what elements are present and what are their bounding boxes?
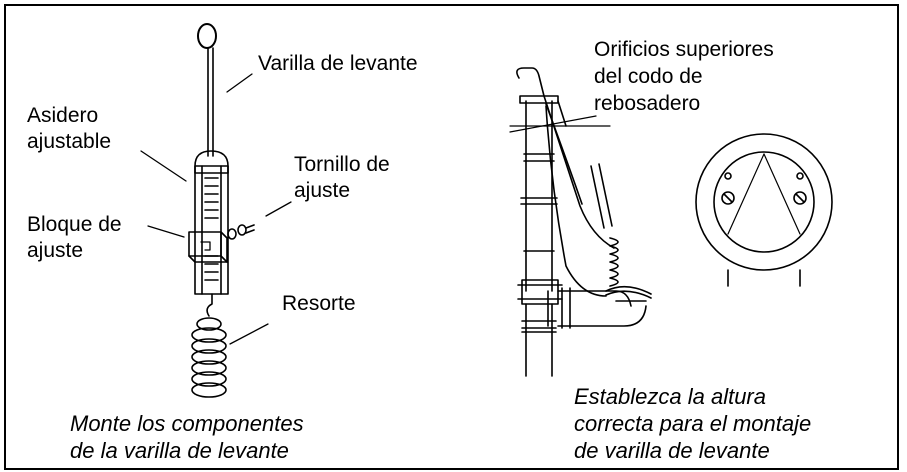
- right-caption-line-3: de varilla de levante: [574, 438, 770, 463]
- overflow-tube: [525, 100, 553, 292]
- label-overflow-holes-2: del codo de: [594, 65, 703, 88]
- lift-rod: [207, 47, 214, 157]
- overflow-spring: [609, 237, 619, 287]
- label-adjusting-block-1: Bloque de: [27, 213, 122, 236]
- drain-flange: [605, 285, 652, 302]
- label-adjusting-screw-1: Tornillo de: [294, 153, 390, 176]
- left-caption-line-2: de la varilla de levante: [70, 438, 289, 463]
- label-adjusting-screw-2: ajuste: [294, 179, 351, 202]
- lift-rod-loop: [197, 23, 217, 49]
- drain-pipe: [557, 290, 647, 327]
- spring-hook: [206, 293, 213, 317]
- right-caption-line-2: correcta para el montaje: [574, 411, 812, 436]
- label-adjustable-handle-2: ajustable: [27, 130, 112, 153]
- right-caption-line-1: Establezca la altura: [574, 384, 766, 409]
- overflow-assembly: [516, 67, 652, 377]
- right-leader-lines: [509, 115, 801, 235]
- diagram-frame: Varilla de levante Asidero ajustable Tor…: [4, 4, 899, 470]
- left-caption-line-1: Monte los componentes: [70, 411, 304, 436]
- label-spring: Resorte: [282, 292, 356, 315]
- lift-rod-assembly: [188, 23, 255, 398]
- handle-top: [194, 150, 229, 174]
- lift-rod-curve: [516, 67, 615, 249]
- left-leader-lines: [140, 73, 292, 345]
- label-overflow-holes-3: rebosadero: [594, 92, 701, 115]
- label-adjusting-block-2: ajuste: [27, 239, 84, 262]
- tee-fitting: [521, 279, 559, 305]
- label-adjustable-handle-1: Asidero: [27, 104, 99, 127]
- label-lift-rod: Varilla de levante: [258, 52, 418, 75]
- elbow-detail: [695, 133, 833, 287]
- label-overflow-holes-1: Orificios superiores: [594, 38, 774, 61]
- diagram-drawing: [140, 23, 833, 398]
- adjusting-screw: [227, 224, 255, 240]
- coil-spring: [191, 317, 227, 398]
